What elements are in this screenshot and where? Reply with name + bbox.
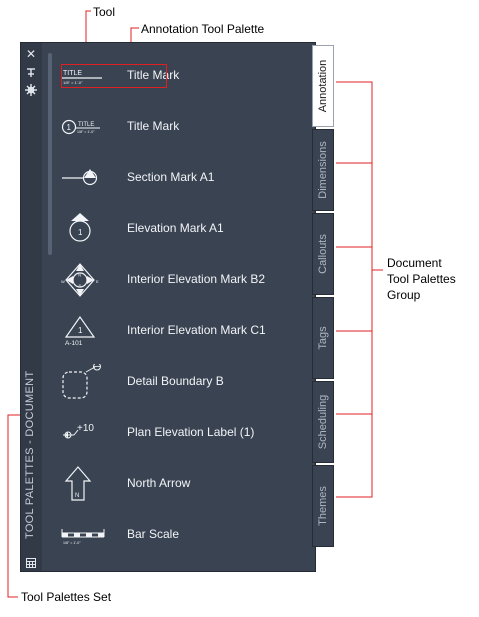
svg-text:A-101: A-101	[65, 340, 83, 347]
tool-plan-elevation-label[interactable]: +10 Plan Elevation Label (1)	[60, 415, 300, 451]
title-mark-circle-icon: 1 TITLE 1/8" = 1'-0"	[60, 109, 106, 145]
tool-label: Elevation Mark A1	[127, 221, 224, 235]
callout-annotation-tool-palette-label: Annotation Tool Palette	[141, 22, 265, 36]
tool-label: Interior Elevation Mark C1	[127, 323, 266, 337]
detail-boundary-icon	[60, 362, 106, 400]
tool-detail-boundary-b[interactable]: Detail Boundary B	[60, 362, 300, 400]
callout-tool-palettes-set-label: Tool Palettes Set	[21, 590, 112, 604]
palette-content: TITLE 1/8" = 1'-0" Title Mark 1 TITLE 1/…	[42, 43, 308, 571]
svg-text:N: N	[75, 493, 79, 499]
tool-palette-window: ✕ TOOL PALETTES - DOCUMENT TITLE 1/8" = …	[20, 42, 316, 572]
callout-document-group-line2: Tool Palettes	[387, 272, 456, 286]
plan-elevation-label-icon: +10	[60, 415, 106, 451]
tab-dimensions-label: Dimensions	[317, 141, 329, 199]
autohide-icon[interactable]	[25, 66, 37, 78]
callout-document-group-line1: Document	[387, 256, 442, 270]
svg-text:+10: +10	[77, 423, 94, 434]
elevation-mark-icon: 1	[60, 211, 106, 247]
tab-tags[interactable]: Tags	[312, 297, 334, 379]
interior-elevation-b2-icon: N S W E	[60, 262, 106, 298]
tab-scheduling[interactable]: Scheduling	[312, 381, 334, 463]
svg-text:S: S	[79, 283, 82, 288]
tool-title-mark-circle[interactable]: 1 TITLE 1/8" = 1'-0" Title Mark	[60, 109, 300, 145]
tool-label: Title Mark	[127, 119, 180, 133]
icon-scale-text: 1/8" = 1'-0"	[63, 80, 83, 85]
tab-dimensions[interactable]: Dimensions	[312, 129, 334, 211]
selected-tool-highlight	[61, 64, 167, 88]
palette-title-strip[interactable]: ✕ TOOL PALETTES - DOCUMENT	[21, 43, 43, 571]
svg-text:1: 1	[78, 326, 83, 335]
scrollbar[interactable]	[48, 53, 52, 255]
svg-text:W: W	[61, 279, 65, 284]
palette-set-title: TOOL PALETTES - DOCUMENT	[24, 370, 36, 539]
tool-interior-elevation-mark-c1[interactable]: 1 A-101 Interior Elevation Mark C1	[60, 313, 300, 349]
tab-callouts[interactable]: Callouts	[312, 213, 334, 295]
callout-line-tool-palettes-set	[7, 414, 20, 598]
tool-label: Detail Boundary B	[127, 374, 224, 388]
svg-text:1/8" = 1'-0": 1/8" = 1'-0"	[77, 130, 95, 134]
callout-line-annotation-palette	[130, 27, 139, 42]
tool-label: Section Mark A1	[127, 170, 215, 184]
tool-label: Interior Elevation Mark B2	[127, 272, 266, 286]
callout-document-group-line3: Group	[387, 288, 421, 302]
interior-elevation-c1-icon: 1 A-101	[60, 313, 106, 349]
tool-interior-elevation-mark-b2[interactable]: N S W E Interior Elevation Mark B2	[60, 262, 300, 298]
callout-tool-label: Tool	[93, 5, 116, 19]
svg-text:N: N	[78, 273, 81, 278]
svg-text:TITLE: TITLE	[78, 122, 94, 128]
close-icon[interactable]: ✕	[25, 47, 37, 61]
svg-text:E: E	[96, 279, 99, 284]
properties-icon[interactable]	[25, 84, 37, 96]
tool-bar-scale[interactable]: 1/8" = 1'-0" Bar Scale	[60, 517, 300, 553]
icon-title-text: TITLE	[63, 70, 82, 77]
section-mark-icon	[60, 160, 106, 196]
tool-label: North Arrow	[127, 476, 191, 490]
tab-callouts-label: Callouts	[317, 234, 329, 274]
svg-text:1/8" = 1'-0": 1/8" = 1'-0"	[63, 541, 81, 545]
tab-annotation-label: Annotation	[317, 59, 329, 113]
tool-north-arrow[interactable]: N North Arrow	[60, 466, 300, 502]
palette-set-icon[interactable]	[26, 555, 36, 568]
tab-themes-label: Themes	[317, 486, 329, 526]
svg-text:1: 1	[78, 228, 83, 237]
tab-annotation[interactable]: Annotation	[312, 45, 334, 127]
bar-scale-icon: 1/8" = 1'-0"	[60, 517, 106, 553]
title-mark-icon: TITLE 1/8" = 1'-0"	[60, 58, 106, 94]
north-arrow-icon: N	[60, 466, 106, 506]
tab-scheduling-label: Scheduling	[317, 394, 329, 450]
tab-tags-label: Tags	[317, 326, 329, 350]
tool-label: Plan Elevation Label (1)	[127, 425, 255, 439]
tool-section-mark-a1[interactable]: Section Mark A1	[60, 160, 300, 196]
callout-line-group-top	[336, 81, 373, 498]
tab-themes[interactable]: Themes	[312, 465, 334, 547]
tool-label: Bar Scale	[127, 527, 180, 541]
tool-elevation-mark-a1[interactable]: 1 Elevation Mark A1	[60, 211, 300, 247]
svg-text:1: 1	[67, 123, 72, 132]
